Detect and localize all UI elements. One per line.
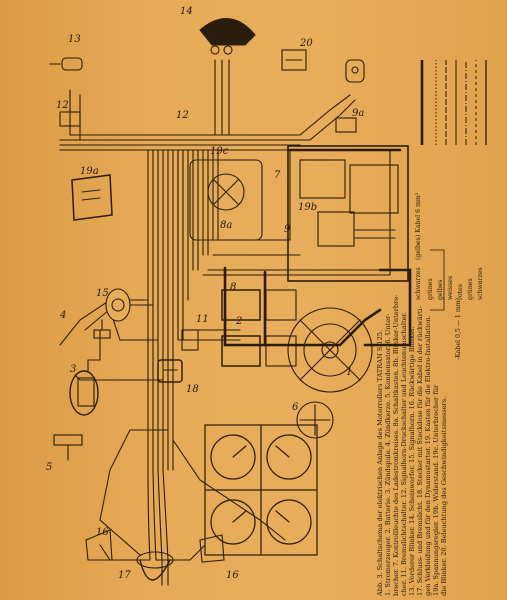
caption-line-5: 13. Vorderer Blinker. 14. Scheinwerfer. … xyxy=(408,326,416,596)
legend-green: grünes xyxy=(427,278,434,300)
label-5: 5 xyxy=(46,462,52,473)
label-20: 20 xyxy=(299,38,313,49)
caption-line-4: cher. 11. Bremslichtschalter. 12. Signal… xyxy=(400,312,408,596)
label-18: 18 xyxy=(186,384,199,395)
caption-line-9: die Blinker. 20. Beleuchtung des Geschwi… xyxy=(440,397,448,596)
label-9a: 9a xyxy=(352,108,364,119)
label-1: 1 xyxy=(346,367,352,378)
legend-black-2: schwarzes xyxy=(477,267,484,300)
brake-switch xyxy=(181,329,199,351)
label-15: 15 xyxy=(96,288,109,299)
label-12b: 12 xyxy=(176,110,189,121)
caption-line-1: Abb. 3. Schaltschema der elektrischen An… xyxy=(376,330,384,597)
front-blinker-left xyxy=(49,57,83,71)
label-8a: 8a xyxy=(220,220,232,231)
label-16b: 16 xyxy=(226,570,239,581)
label-8: 8 xyxy=(230,282,236,293)
caption-block: Abb. 3. Schaltschema der elektrischen An… xyxy=(376,295,448,597)
instrument-cluster xyxy=(204,424,318,556)
caption-line-8: 19a. Spannungsregler. 19b. Widerstand. 1… xyxy=(432,384,440,596)
caption-line-3: brecher. 7. Kontrollleuchte des Ladestro… xyxy=(392,295,400,596)
legend-black-thick: schwarzes xyxy=(415,267,422,300)
harness-wires xyxy=(59,59,391,586)
label-17: 17 xyxy=(118,570,131,581)
label-3: 3 xyxy=(70,364,76,375)
connector xyxy=(157,359,183,383)
spark-plug xyxy=(93,319,111,339)
ignition-coil xyxy=(69,329,101,416)
switch-modules xyxy=(221,289,297,367)
legend-yellow-thick: (gelbes) Kabel 6 mm² xyxy=(415,192,422,260)
tail-light xyxy=(136,551,174,581)
label-16a: 16 xyxy=(96,527,109,538)
legend-white: weisses xyxy=(447,276,454,300)
label-4: 4 xyxy=(59,310,66,321)
label-6: 6 xyxy=(292,402,299,413)
breaker xyxy=(296,401,334,439)
label-9: 9 xyxy=(284,224,291,235)
legend-line-samples xyxy=(420,60,487,311)
component-labels: 1 2 3 4 5 6 7 8 8a 9 9a 11 12 12 13 14 1… xyxy=(46,6,364,581)
caption-line-2: 1. Stromerzeuger. 2. Batterie. 3. Zündsp… xyxy=(384,313,392,596)
label-2: 2 xyxy=(235,316,242,327)
legend-red: rotes xyxy=(457,284,464,300)
caption-line-6: 17. Schluss- und Bremslicht. 18. Stecker… xyxy=(416,306,424,596)
label-19b: 19b xyxy=(298,202,317,213)
headlamp xyxy=(199,18,256,55)
legend-yellow: gelbes xyxy=(437,280,444,300)
label-19c: 19c xyxy=(210,146,229,157)
label-12: 12 xyxy=(56,100,69,111)
label-7: 7 xyxy=(274,170,281,181)
front-blinker-right xyxy=(345,59,365,83)
legend-small-cable: -Kabel 0,5 — 1 mm² xyxy=(455,297,462,360)
label-19a: 19a xyxy=(80,166,99,177)
blinker-relay xyxy=(71,174,113,221)
legend-green-2: grünes xyxy=(467,278,474,300)
speedometer-lamp xyxy=(281,49,307,71)
rear-blinkers xyxy=(85,529,225,563)
cable-legend: schwarzes (gelbes) Kabel 6 mm² grünes ge… xyxy=(415,192,484,360)
dynamo-starter xyxy=(287,307,373,393)
condenser xyxy=(53,434,83,461)
junction-box xyxy=(189,145,409,282)
horn-switch-box xyxy=(59,111,357,133)
caption-line-7: gen Verkleidung und für den Dynamostarte… xyxy=(424,315,432,596)
label-13: 13 xyxy=(68,34,81,45)
signal-horn xyxy=(105,288,131,322)
label-14: 14 xyxy=(180,6,193,17)
label-11: 11 xyxy=(196,314,209,325)
thick-cable xyxy=(223,148,412,347)
